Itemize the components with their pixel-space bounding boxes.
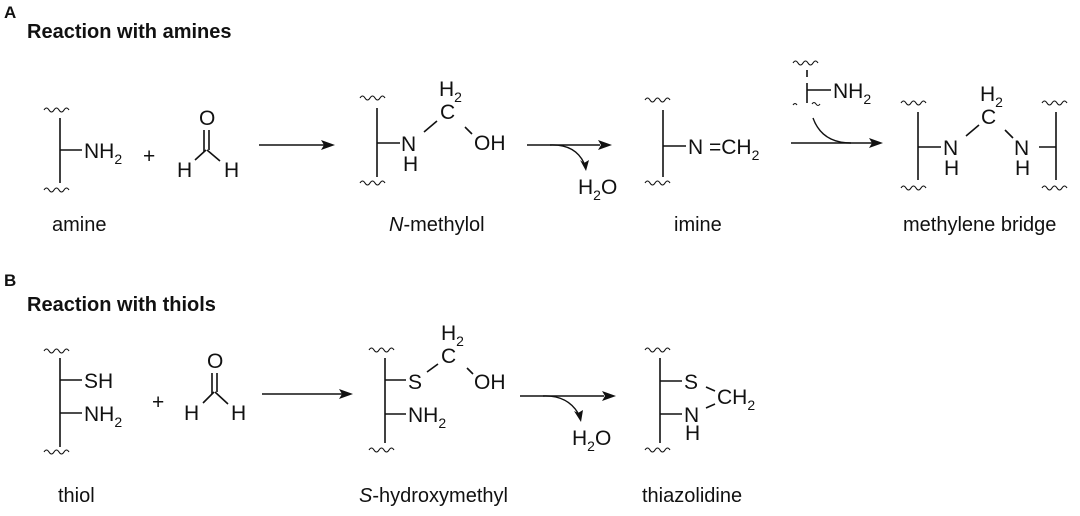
nitrogen-atom: N [1014, 137, 1029, 160]
wavy-bond-icon [792, 60, 819, 66]
plus-sign: + [143, 145, 155, 168]
hydrogen-atom: H [224, 159, 239, 182]
s-hydroxymethyl-structure: S C H2 OH NH2 S-hydroxymethyl [359, 322, 508, 507]
nitrogen-atom: N [943, 137, 958, 160]
panel-a-letter: A [4, 3, 16, 22]
bond [466, 367, 474, 375]
wavy-bond-icon [43, 187, 70, 193]
nitrogen-atom: N [684, 404, 699, 427]
h2-group: H2 [439, 78, 462, 105]
wavy-bond-icon [1041, 185, 1068, 191]
reagent-amine-structure: NH2 [792, 60, 871, 107]
addition-arrow-icon [791, 117, 883, 148]
thiazolidine-label: thiazolidine [642, 485, 742, 507]
hydroxyl-group: OH [474, 371, 506, 394]
amine-structure: NH2 amine [43, 107, 122, 236]
panel-b-title: Reaction with thiols [27, 294, 216, 316]
methylene-bridge-structure: N H C H2 N H methylene bridge [900, 83, 1068, 236]
bond [423, 120, 438, 133]
panel-a-title: Reaction with amines [27, 21, 232, 43]
bond [214, 391, 229, 405]
h2-group: H2 [980, 83, 1003, 110]
wavy-bond-icon [900, 185, 927, 191]
wavy-bond-icon [644, 180, 671, 186]
imine-label: imine [674, 214, 722, 236]
wavy-bond-icon [900, 100, 927, 106]
wavy-bond-icon [43, 107, 70, 113]
nitrogen-atom: N [401, 133, 416, 156]
methylene-group: CH2 [717, 386, 755, 413]
carbon-atom: C [441, 345, 456, 368]
thiazolidine-structure: S CH2 N H thiazolidine [642, 347, 755, 507]
hydrogen-atom: H [184, 402, 199, 425]
s-hydroxymethyl-label: S-hydroxymethyl [359, 485, 508, 507]
carbon-atom: C [981, 106, 996, 129]
thiol-label: thiol [58, 485, 95, 507]
thiol-group: SH [84, 370, 113, 393]
hydrogen-atom: H [231, 402, 246, 425]
hydrogen-atom: H [177, 159, 192, 182]
h2-group: H2 [441, 322, 464, 349]
wavy-bond-icon [644, 447, 671, 453]
hydrogen-atom: H [685, 422, 700, 445]
wavy-bond-icon [368, 447, 395, 453]
bond [464, 126, 473, 135]
wavy-bond-icon [43, 449, 70, 455]
bond [1004, 129, 1014, 139]
wavy-bond-icon [43, 348, 70, 354]
formaldehyde-structure-a: O H H [177, 107, 239, 182]
sulfur-atom: S [408, 371, 422, 394]
amine-label: amine [52, 214, 106, 236]
n-methylol-structure: N H C H2 OH N-methylol [359, 78, 506, 236]
wavy-bond-icon [792, 102, 798, 106]
panel-b-letter: B [4, 271, 16, 290]
bond [965, 124, 980, 137]
hydrogen-atom: H [403, 153, 418, 176]
water-byproduct: H2O [572, 427, 611, 454]
methylene-bridge-label: methylene bridge [903, 214, 1056, 236]
panel-b: B Reaction with thiols SH NH2 thiol + O … [4, 271, 755, 507]
oxygen-atom: O [199, 107, 215, 130]
formaldehyde-structure-b: O H H [184, 350, 246, 425]
reagent-amine-group: NH2 [833, 80, 871, 107]
bond [705, 386, 716, 392]
imine-structure: N =CH2 imine [644, 97, 760, 236]
oxygen-atom: O [207, 350, 223, 373]
imine-group: N =CH2 [688, 136, 760, 163]
wavy-bond-icon [359, 180, 386, 186]
bond [202, 391, 215, 404]
wavy-bond-icon [368, 347, 395, 353]
thiol-structure: SH NH2 thiol [43, 348, 122, 507]
bond [194, 149, 207, 161]
amine-group: NH2 [408, 404, 446, 431]
sulfur-atom: S [684, 371, 698, 394]
reaction-arrow-icon [259, 140, 335, 150]
plus-sign: + [152, 391, 164, 414]
bond [426, 363, 439, 373]
n-methylol-label: N-methylol [389, 214, 485, 236]
water-byproduct: H2O [578, 176, 617, 203]
hydrogen-atom: H [1015, 157, 1030, 180]
carbon-atom: C [440, 101, 455, 124]
panel-a: A Reaction with amines NH2 amine + O H H [4, 3, 1068, 236]
hydroxyl-group: OH [474, 132, 506, 155]
elimination-arrow-icon [527, 140, 612, 171]
wavy-bond-icon [811, 101, 821, 107]
amine-group: NH2 [84, 403, 122, 430]
reaction-arrow-icon [262, 389, 353, 399]
amine-group: NH2 [84, 140, 122, 167]
bond [206, 149, 221, 162]
bond [705, 403, 716, 409]
wavy-bond-icon [644, 97, 671, 103]
elimination-arrow-icon [520, 391, 616, 422]
wavy-bond-icon [644, 347, 671, 353]
hydrogen-atom: H [944, 157, 959, 180]
wavy-bond-icon [1041, 100, 1068, 106]
wavy-bond-icon [359, 95, 386, 101]
